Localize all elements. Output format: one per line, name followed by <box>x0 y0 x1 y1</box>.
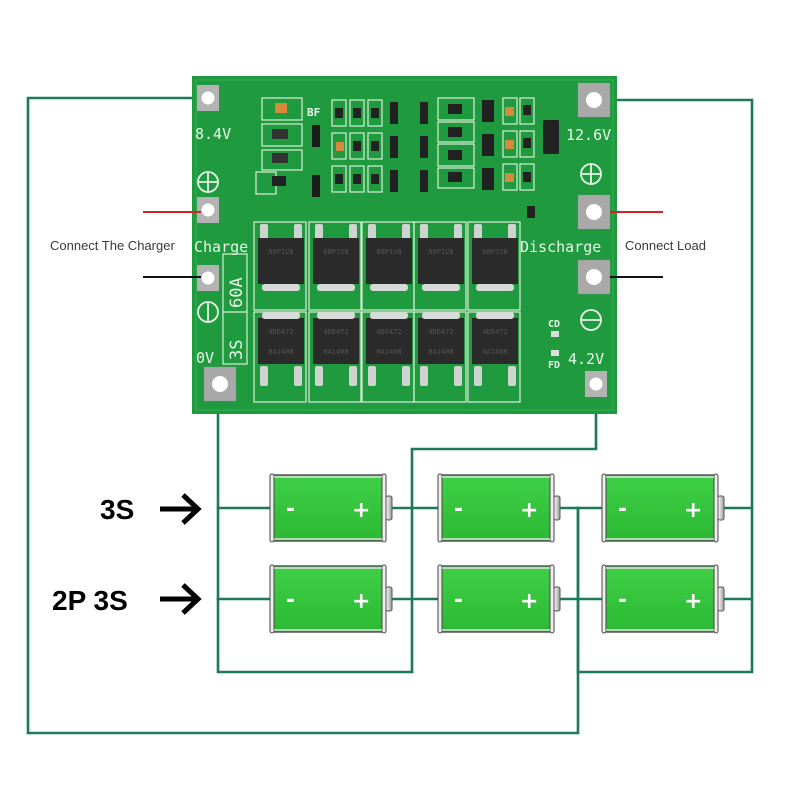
battery-cell: -+ <box>269 473 393 543</box>
wiring <box>26 96 754 735</box>
rating-series: 3S <box>227 340 247 360</box>
connect-load-label: Connect Load <box>625 238 706 253</box>
wire-4v2 <box>410 384 598 674</box>
mosfet: 60P1V8 <box>253 221 307 311</box>
label-discharge: Discharge <box>520 238 601 256</box>
mosfet-marking: 0A1408 <box>268 348 293 356</box>
charger-positive-symbol-icon <box>197 171 219 193</box>
battery-positive-sign: + <box>684 498 702 523</box>
terminal-4v2-pad[interactable] <box>585 371 607 397</box>
battery-pack: -+-+-+-+-+-+ <box>269 473 725 634</box>
battery-positive-sign: + <box>520 498 538 523</box>
connect-charger-label: Connect The Charger <box>50 238 175 253</box>
battery-negative-sign: - <box>286 588 295 613</box>
rating-current: 60A <box>227 277 247 308</box>
battery-negative-sign: - <box>618 497 627 522</box>
mosfet-marking: 4DD472 <box>376 328 401 336</box>
mosfet-marking: 4DD472 <box>428 328 453 336</box>
mosfet-marking: 0A1408 <box>323 348 348 356</box>
label-4v2: 4.2V <box>568 350 604 368</box>
mosfet: 60P1V8 <box>413 221 467 311</box>
battery-cell: -+ <box>269 564 393 634</box>
config-3s-label: 3S <box>100 494 134 525</box>
label-charge: Charge <box>194 238 248 256</box>
wire-12v6 <box>576 98 754 674</box>
mosfet-marking: 0A1408 <box>428 348 453 356</box>
mosfet: 4DD472 0A1408 <box>253 311 307 403</box>
battery-negative-sign: - <box>454 497 463 522</box>
bf-label: BF <box>307 106 320 119</box>
mosfet-marking: 60P1V8 <box>323 248 348 256</box>
mosfet-marking: 0A1408 <box>376 348 401 356</box>
battery-negative-sign: - <box>454 588 463 613</box>
battery-cell: -+ <box>437 564 561 634</box>
label-fd: FD <box>548 360 560 371</box>
battery-positive-sign: + <box>520 589 538 614</box>
mosfet-array: 60P1V8 60P1V8 60P1V8 60P1V8 60P1V8 4DD472 0A14… <box>253 221 521 403</box>
label-0v: 0V <box>196 349 214 367</box>
mosfet-marking: 4DD472 <box>323 328 348 336</box>
mosfet: 4DD472 0A1408 <box>361 311 415 403</box>
mosfet: 4DD472 0A1408 <box>413 311 467 403</box>
battery-cell: -+ <box>601 564 725 634</box>
battery-negative-sign: - <box>618 588 627 613</box>
terminal-12v6-pad[interactable] <box>577 82 611 118</box>
battery-negative-sign: - <box>286 497 295 522</box>
smd-components: BF <box>255 97 559 218</box>
load-positive-symbol-icon <box>580 163 602 185</box>
battery-cell: -+ <box>601 473 725 543</box>
charger-positive-pad[interactable] <box>197 197 219 223</box>
mosfet-marking: 60P1V8 <box>428 248 453 256</box>
config-2p3s-label: 2P 3S <box>52 585 128 616</box>
mosfet: 60P1V8 <box>467 221 521 311</box>
mosfet: 60P1V8 <box>361 221 415 311</box>
mosfet-marking: 60P1V8 <box>376 248 401 256</box>
load-negative-pad[interactable] <box>577 259 611 295</box>
load-positive-pad[interactable] <box>577 194 611 230</box>
mosfet: 4DD472 0A1408 <box>467 311 521 403</box>
label-8v4: 8.4V <box>195 125 231 143</box>
wire-0v <box>216 386 414 674</box>
mosfet-marking: 60P1V8 <box>482 248 507 256</box>
load-negative-symbol-icon <box>580 309 602 331</box>
charger-negative-symbol-icon <box>197 301 219 323</box>
label-cd: CD <box>548 319 560 330</box>
label-12v6: 12.6V <box>566 126 611 144</box>
battery-positive-sign: + <box>684 589 702 614</box>
arrow-right-icon <box>160 493 202 525</box>
battery-positive-sign: + <box>352 589 370 614</box>
mosfet-marking: 4DD472 <box>482 328 507 336</box>
mosfet-marking: 4DD472 <box>268 328 293 336</box>
terminal-8v4-pad[interactable] <box>197 85 219 111</box>
mosfet: 60P1V8 <box>308 221 362 311</box>
mosfet: 4DD472 0A1408 <box>308 311 362 403</box>
battery-positive-sign: + <box>352 498 370 523</box>
mosfet-marking: 0A1408 <box>482 348 507 356</box>
rating-block: 60A 3S <box>222 253 248 365</box>
bms-board: BF 60P1V8 60P1V8 60P1V8 60P1V8 60P1V8 4DD472 0… <box>192 76 617 414</box>
battery-cell: -+ <box>437 473 561 543</box>
terminal-0v-pad[interactable] <box>203 366 237 402</box>
mosfet-marking: 60P1V8 <box>268 248 293 256</box>
arrow-right-icon <box>160 583 202 615</box>
